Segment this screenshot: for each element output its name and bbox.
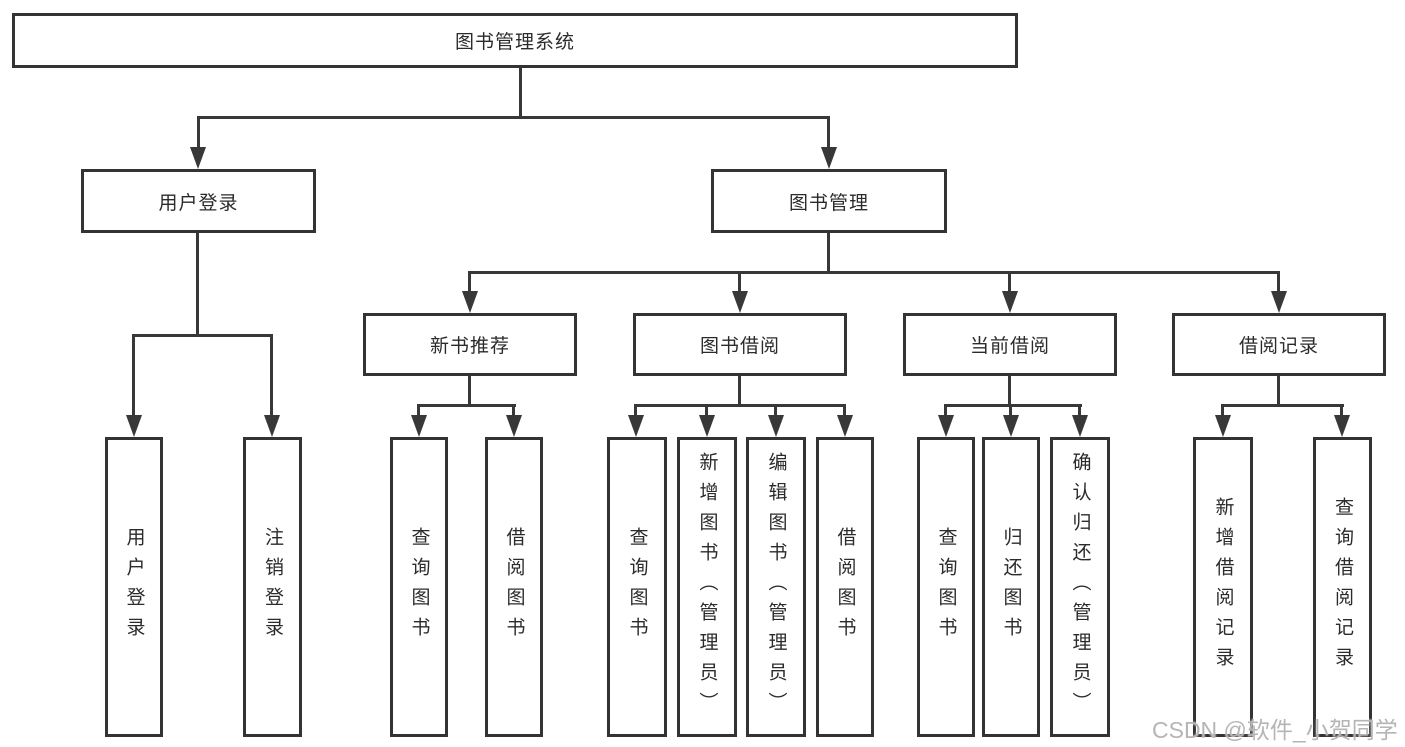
connector-drop-leaf3 [417, 404, 420, 416]
leaf-query-books-recommend: 查询图书 [390, 437, 448, 737]
node-borrowing-records: 借阅记录 [1172, 313, 1386, 376]
arrowhead-leaf12 [1215, 415, 1231, 437]
leaf-borrow-books-borrowing: 借阅图书 [816, 437, 874, 737]
leaf-user-login: 用户登录 [105, 437, 163, 737]
csdn-watermark: CSDN @软件_小贺同学 [1152, 717, 1398, 743]
leaf-query-books-borrowing: 查询图书 [607, 437, 667, 737]
arrowhead-leaf6 [699, 415, 715, 437]
connector-drop-book-management [827, 116, 830, 149]
leaf-return-books: 归还图书 [982, 437, 1040, 737]
arrowhead-leaf13 [1334, 415, 1350, 437]
connector-new-book-distributor [417, 404, 516, 407]
node-book-management: 图书管理 [711, 169, 947, 233]
connector-root-stub [519, 68, 522, 117]
connector-drop-leaf4 [512, 404, 515, 416]
connector-current-borrowing-stub [1008, 376, 1011, 405]
arrowhead-book-management [821, 147, 837, 169]
connector-current-borrowing-distributor [944, 404, 1082, 407]
connector-drop-leaf8 [843, 404, 846, 416]
node-book-borrowing: 图书借阅 [633, 313, 847, 376]
leaf-confirm-return-admin: 确认归还（管理员） [1050, 437, 1110, 737]
leaf-query-books-current: 查询图书 [917, 437, 975, 737]
connector-drop-leaf10 [1009, 404, 1012, 416]
connector-book-borrowing-distributor [634, 404, 846, 407]
connector-drop-leaf11 [1078, 404, 1081, 416]
leaf-add-books-admin: 新增图书（管理员） [677, 437, 737, 737]
connector-drop-book-borrowing [738, 271, 741, 292]
connector-new-book-stub [468, 376, 471, 405]
connector-drop-leaf7 [774, 404, 777, 416]
connector-borrowing-records-stub [1277, 376, 1280, 405]
connector-drop-leaf6 [705, 404, 708, 416]
connector-drop-leaf9 [944, 404, 947, 416]
connector-l3-distributor [468, 271, 1280, 274]
arrowhead-leaf10 [1003, 415, 1019, 437]
node-user-login: 用户登录 [81, 169, 316, 233]
connector-drop-leaf-login [132, 334, 135, 416]
arrowhead-book-borrowing [732, 291, 748, 313]
connector-user-login-distributor [132, 334, 273, 337]
node-new-book-recommendation: 新书推荐 [363, 313, 577, 376]
connector-drop-leaf13 [1340, 404, 1343, 416]
arrowhead-new-book [462, 291, 478, 313]
arrowhead-leaf9 [938, 415, 954, 437]
connector-user-login-stub [196, 233, 199, 335]
arrowhead-leaf-login [126, 415, 142, 437]
arrowhead-leaf5 [628, 415, 644, 437]
connector-drop-leaf5 [634, 404, 637, 416]
arrowhead-leaf11 [1072, 415, 1088, 437]
connector-drop-leaf12 [1221, 404, 1224, 416]
connector-book-management-stub [827, 233, 830, 273]
node-root-library-system: 图书管理系统 [12, 13, 1018, 68]
node-current-borrowing: 当前借阅 [903, 313, 1117, 376]
connector-drop-borrowing-records [1277, 271, 1280, 292]
connector-drop-leaf-logout [270, 334, 273, 416]
leaf-query-borrow-record: 查询借阅记录 [1313, 437, 1372, 737]
arrowhead-leaf7 [768, 415, 784, 437]
arrowhead-leaf3 [411, 415, 427, 437]
arrowhead-borrowing-records [1271, 291, 1287, 313]
arrowhead-user-login [190, 147, 206, 169]
connector-book-borrowing-stub [738, 376, 741, 405]
connector-drop-new-book [468, 271, 471, 292]
arrowhead-current-borrowing [1002, 291, 1018, 313]
leaf-add-borrow-record: 新增借阅记录 [1193, 437, 1253, 737]
arrowhead-leaf4 [506, 415, 522, 437]
connector-l1-distributor [197, 116, 830, 119]
leaf-logout: 注销登录 [243, 437, 302, 737]
leaf-borrow-books-recommend: 借阅图书 [485, 437, 543, 737]
leaf-edit-books-admin: 编辑图书（管理员） [746, 437, 806, 737]
arrowhead-leaf8 [837, 415, 853, 437]
connector-borrowing-records-distributor [1221, 404, 1344, 407]
arrowhead-leaf-logout [264, 415, 280, 437]
connector-drop-user-login [197, 116, 200, 149]
connector-drop-current-borrowing [1008, 271, 1011, 292]
